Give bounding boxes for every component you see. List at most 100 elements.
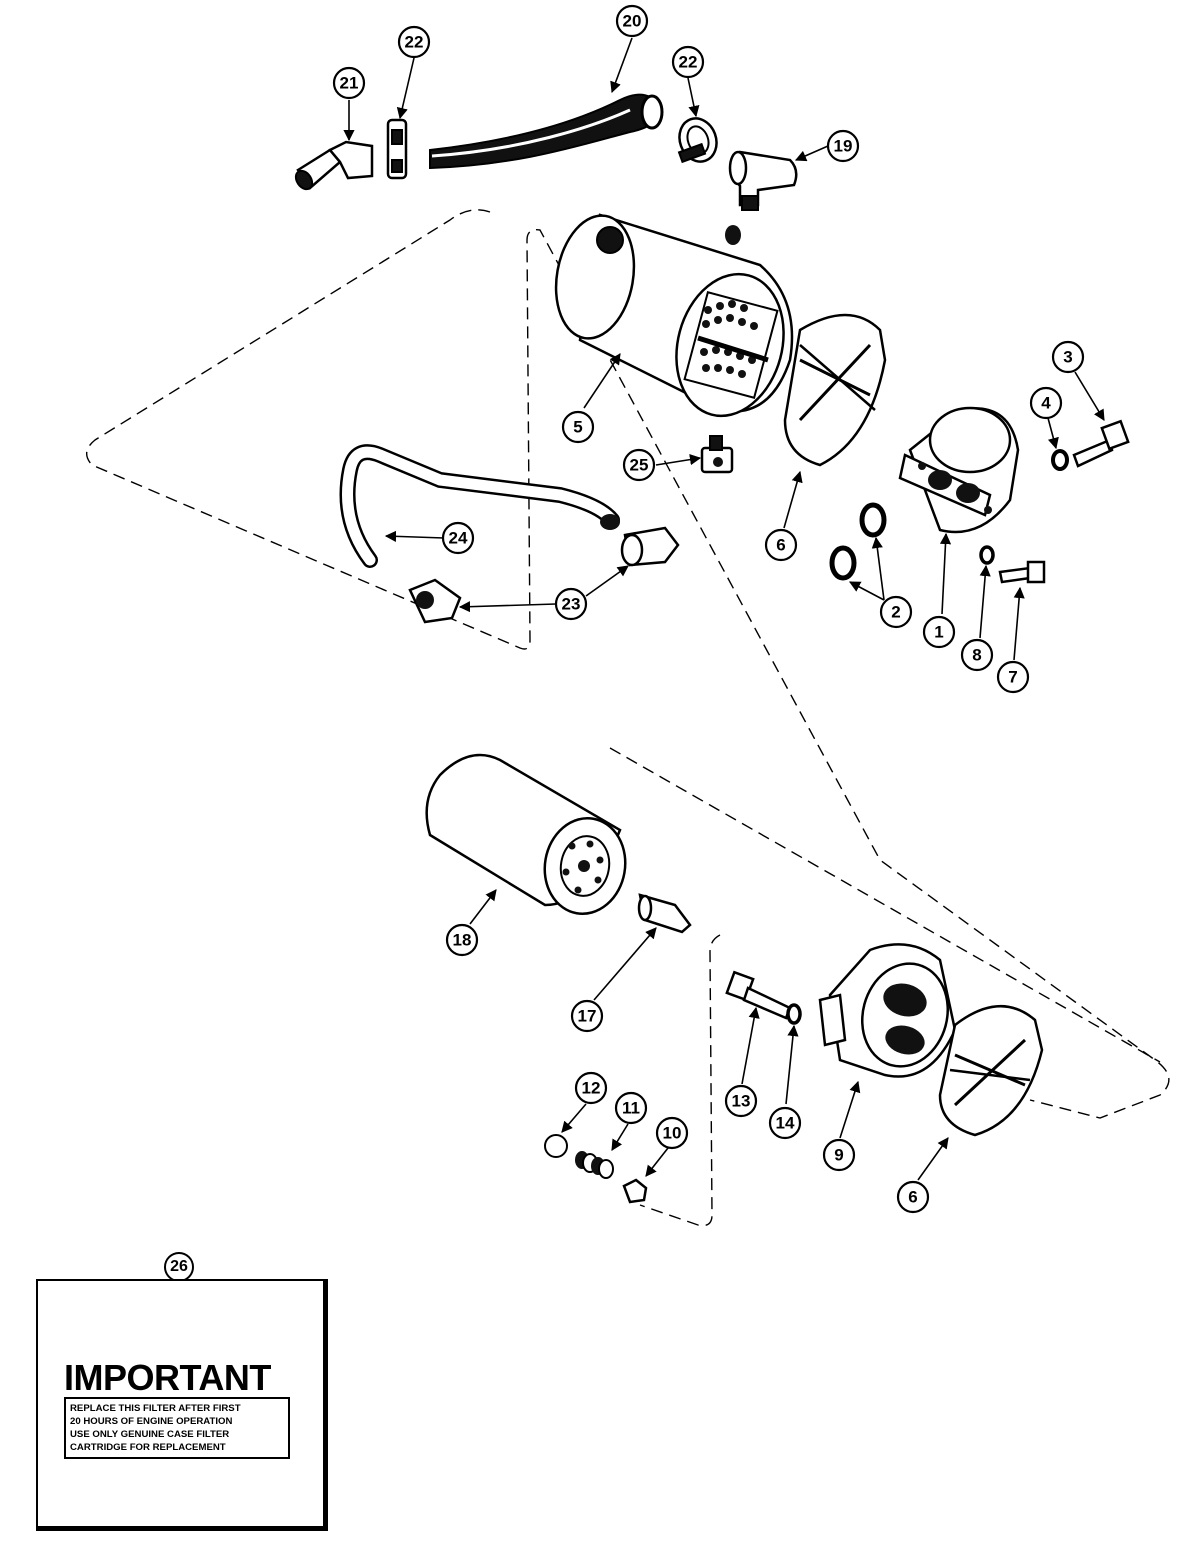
callout-6b: 6 bbox=[896, 1180, 930, 1214]
hose-clamp-right-icon bbox=[677, 117, 718, 164]
oil-cooler-icon bbox=[554, 213, 794, 418]
svg-text:17: 17 bbox=[578, 1007, 597, 1026]
gasket-upper-icon bbox=[783, 313, 887, 467]
o-ring-icon bbox=[859, 502, 887, 538]
callout-24: 24 bbox=[441, 521, 475, 555]
filter-head-icon bbox=[898, 406, 1020, 534]
leader-11 bbox=[611, 1123, 629, 1151]
svg-text:21: 21 bbox=[340, 74, 359, 93]
svg-text:12: 12 bbox=[582, 1079, 601, 1098]
leader-17 bbox=[593, 927, 657, 1001]
callout-10: 10 bbox=[655, 1116, 689, 1150]
callout-20: 20 bbox=[615, 4, 649, 38]
leader-23b bbox=[458, 601, 557, 613]
leader-24 bbox=[384, 530, 445, 542]
leader-2b bbox=[849, 581, 885, 601]
connector-icon bbox=[620, 526, 680, 567]
decal-instructions: REPLACE THIS FILTER AFTER FIRST 20 HOURS… bbox=[64, 1397, 290, 1459]
svg-text:22: 22 bbox=[679, 53, 698, 72]
callout-8: 8 bbox=[960, 638, 994, 672]
gasket-lower-icon bbox=[938, 1005, 1044, 1137]
callout-17: 17 bbox=[570, 999, 604, 1033]
hose-clamp-icon bbox=[386, 118, 408, 180]
svg-text:20: 20 bbox=[623, 12, 642, 31]
bolt-lower-icon bbox=[725, 970, 792, 1020]
filter-base-icon bbox=[818, 943, 957, 1078]
callout-21: 21 bbox=[332, 66, 366, 100]
ball-icon bbox=[544, 1134, 568, 1158]
callout-13: 13 bbox=[724, 1084, 758, 1118]
decal-line-3: USE ONLY GENUINE CASE FILTER bbox=[70, 1429, 230, 1440]
leader-5 bbox=[583, 353, 621, 409]
assembly-outline-lower bbox=[609, 747, 1161, 1227]
leader-18 bbox=[469, 889, 497, 925]
svg-text:23: 23 bbox=[562, 595, 581, 614]
valve-icon bbox=[700, 435, 734, 474]
callout-4: 4 bbox=[1029, 386, 1063, 420]
callout-9: 9 bbox=[822, 1138, 856, 1172]
leader-12 bbox=[561, 1103, 587, 1133]
leader-25 bbox=[655, 454, 702, 466]
svg-text:3: 3 bbox=[1063, 348, 1072, 367]
elbow-fitting-icon bbox=[294, 140, 374, 191]
callout-6a: 6 bbox=[764, 528, 798, 562]
svg-text:5: 5 bbox=[573, 418, 582, 437]
callout-23: 23 bbox=[554, 587, 588, 621]
decal-line-1: REPLACE THIS FILTER AFTER FIRST bbox=[70, 1403, 241, 1414]
leader-8 bbox=[979, 564, 991, 639]
hose-icon bbox=[429, 93, 664, 170]
leader-20 bbox=[610, 37, 633, 94]
callout-22a: 22 bbox=[397, 25, 431, 59]
tube-icon bbox=[339, 444, 620, 568]
small-bolt-icon bbox=[998, 560, 1046, 584]
svg-text:11: 11 bbox=[622, 1099, 640, 1118]
tee-fitting-icon bbox=[728, 150, 798, 211]
callout-2: 2 bbox=[879, 595, 913, 629]
nipple-fitting-icon bbox=[637, 893, 692, 934]
decal-line-4: CARTRIDGE FOR REPLACEMENT bbox=[70, 1442, 226, 1453]
svg-text:25: 25 bbox=[630, 456, 649, 475]
callout-14: 14 bbox=[768, 1106, 802, 1140]
svg-text:7: 7 bbox=[1008, 668, 1017, 687]
callout-25: 25 bbox=[622, 448, 656, 482]
callout-5: 5 bbox=[561, 410, 595, 444]
small-washer-icon bbox=[979, 545, 995, 565]
leader-22b bbox=[687, 77, 700, 118]
svg-text:13: 13 bbox=[732, 1092, 751, 1111]
leader-19 bbox=[794, 145, 829, 162]
callout-11: 11 bbox=[614, 1091, 648, 1125]
leader-7 bbox=[1013, 586, 1025, 661]
leader-14 bbox=[785, 1024, 799, 1105]
svg-text:14: 14 bbox=[776, 1114, 795, 1133]
leader-13 bbox=[741, 1006, 760, 1085]
leader-1 bbox=[939, 532, 952, 615]
callout-3: 3 bbox=[1051, 340, 1085, 374]
callout-18: 18 bbox=[445, 923, 479, 957]
svg-text:4: 4 bbox=[1041, 394, 1051, 413]
svg-text:10: 10 bbox=[663, 1124, 682, 1143]
connector-icon bbox=[408, 578, 462, 624]
spring-icon bbox=[575, 1151, 614, 1179]
leader-23a bbox=[585, 565, 629, 597]
leader-6a bbox=[783, 470, 803, 529]
callout-26: 26 bbox=[164, 1252, 194, 1282]
decal-title: IMPORTANT bbox=[64, 1357, 271, 1398]
leader-2a bbox=[871, 536, 885, 601]
svg-text:2: 2 bbox=[891, 603, 900, 622]
leader-9 bbox=[839, 1080, 861, 1139]
assembly-outline-upper bbox=[86, 209, 1170, 1119]
callout-1: 1 bbox=[922, 615, 956, 649]
svg-text:18: 18 bbox=[453, 931, 472, 950]
svg-text:1: 1 bbox=[934, 623, 943, 642]
important-decal: IMPORTANT REPLACE THIS FILTER AFTER FIRS… bbox=[36, 1279, 328, 1531]
plug-icon bbox=[622, 1178, 648, 1204]
washer-lower-icon bbox=[786, 1003, 802, 1025]
svg-text:19: 19 bbox=[834, 137, 853, 156]
leader-6b bbox=[917, 1137, 949, 1181]
leader-3 bbox=[1074, 371, 1105, 421]
o-ring-icon bbox=[829, 545, 857, 581]
callout-22b: 22 bbox=[671, 45, 705, 79]
svg-text:8: 8 bbox=[972, 646, 981, 665]
svg-text:6: 6 bbox=[908, 1188, 917, 1207]
